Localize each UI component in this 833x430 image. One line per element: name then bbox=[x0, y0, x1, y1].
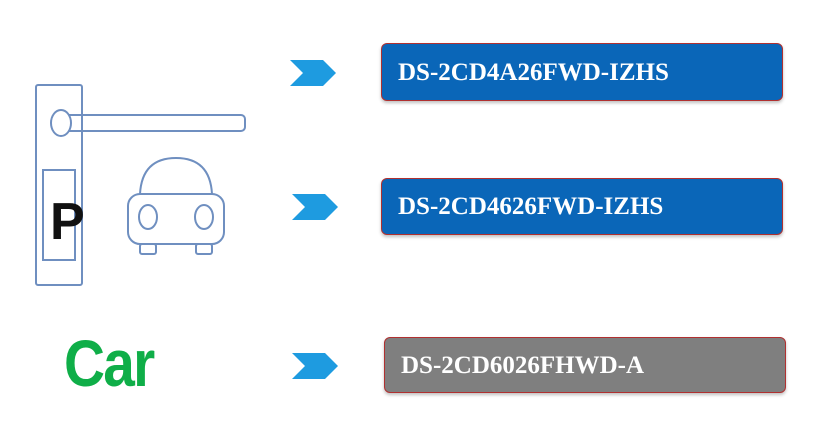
model-box-3: DS-2CD6026FHWD-A bbox=[384, 337, 786, 393]
car-wheel-left bbox=[139, 243, 157, 255]
car-roof bbox=[139, 156, 213, 195]
car-headlight-left bbox=[138, 204, 158, 230]
model-label: DS-2CD4626FWD-IZHS bbox=[398, 193, 664, 220]
parking-barrier-icon bbox=[35, 84, 246, 286]
car-front-icon bbox=[127, 156, 225, 255]
model-box-1: DS-2CD4A26FWD-IZHS bbox=[381, 43, 783, 101]
barrier-pivot bbox=[50, 109, 72, 137]
model-label: DS-2CD6026FHWD-A bbox=[401, 351, 645, 379]
barrier-sign-panel bbox=[42, 169, 76, 261]
car-label: Car bbox=[64, 326, 155, 400]
parking-sign-letter: P bbox=[50, 193, 85, 251]
chevron-right-icon bbox=[292, 194, 338, 220]
car-headlight-right bbox=[194, 204, 214, 230]
barrier-post bbox=[35, 84, 83, 286]
chevron-right-icon bbox=[290, 60, 336, 86]
model-box-2: DS-2CD4626FWD-IZHS bbox=[381, 178, 783, 235]
car-body bbox=[127, 193, 225, 245]
car-wheel-right bbox=[195, 243, 213, 255]
barrier-arm bbox=[59, 114, 246, 132]
model-label: DS-2CD4A26FWD-IZHS bbox=[398, 58, 669, 86]
chevron-right-icon bbox=[292, 353, 338, 379]
